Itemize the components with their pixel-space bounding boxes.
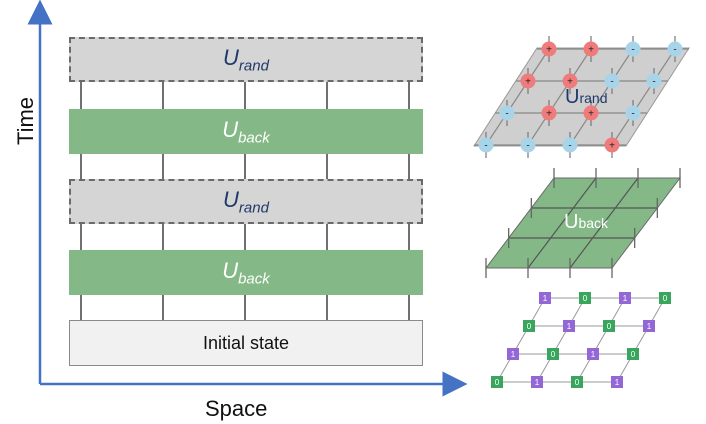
site-sign: + <box>546 109 552 120</box>
bit-one-site <box>611 376 623 388</box>
rand-grid-line <box>569 48 634 146</box>
bit-value: 0 <box>495 378 500 387</box>
lattice-random-unitary: ---+-++-++--++--Urand <box>473 36 690 158</box>
minus-site <box>499 105 515 121</box>
bit-value: 0 <box>583 294 588 303</box>
bit-zero-site <box>571 376 583 388</box>
plus-site <box>541 105 557 121</box>
bit-value: 1 <box>623 294 628 303</box>
site-sign: + <box>588 45 594 56</box>
rand-grid-line <box>527 48 592 146</box>
layer-u-rand-top: Urand <box>69 37 423 82</box>
plus-site <box>541 41 557 57</box>
bit-zero-site <box>547 348 559 360</box>
site-sign: - <box>568 141 571 152</box>
site-sign: - <box>610 77 613 88</box>
bit-zero-site <box>523 320 535 332</box>
time-axis-label: Time <box>13 96 38 146</box>
bit-value: 1 <box>535 378 540 387</box>
minus-site <box>625 41 641 57</box>
minus-site <box>520 137 536 153</box>
state-grid-line <box>536 297 586 383</box>
layer-label: Uback <box>222 116 270 147</box>
site-sign: - <box>484 141 487 152</box>
site-sign: - <box>505 109 508 120</box>
minus-site <box>562 137 578 153</box>
layer-u-back-top: Uback <box>69 109 423 154</box>
plus-site <box>562 73 578 89</box>
plus-site <box>583 105 599 121</box>
bit-value: 0 <box>663 294 668 303</box>
bit-one-site <box>587 348 599 360</box>
bit-zero-site <box>659 292 671 304</box>
bit-zero-site <box>603 320 615 332</box>
back-grid-line <box>527 177 597 269</box>
bit-value: 0 <box>607 322 612 331</box>
bit-zero-site <box>579 292 591 304</box>
lattice-initial-state: 0 1 0 1 1 0 1 0 0 1 0 1 1 0 1 0 <box>491 292 671 388</box>
bit-one-site <box>507 348 519 360</box>
lattice-rand-label: Urand <box>565 86 607 108</box>
site-sign: + <box>567 77 573 88</box>
layer-label: Urand <box>223 44 269 75</box>
plus-site <box>604 137 620 153</box>
lattice-back-label: Uback <box>564 211 609 233</box>
space-axis-label: Space <box>205 396 268 421</box>
site-sign: - <box>526 141 529 152</box>
bit-one-site <box>531 376 543 388</box>
bit-value: 0 <box>527 322 532 331</box>
layer-connectors <box>80 82 410 320</box>
bit-value: 1 <box>543 294 548 303</box>
bit-value: 1 <box>567 322 572 331</box>
minus-site <box>667 41 683 57</box>
plus-site <box>583 41 599 57</box>
bit-value: 1 <box>615 378 620 387</box>
bit-value: 1 <box>647 322 652 331</box>
bit-value: 1 <box>511 350 516 359</box>
layer-initial-state: Initial state <box>69 320 423 366</box>
layer-label: Uback <box>222 257 270 288</box>
state-grid-line <box>496 297 546 383</box>
site-sign: + <box>588 109 594 120</box>
layer-u-rand-bottom: Urand <box>69 179 423 224</box>
back-grid-line <box>569 177 639 269</box>
bit-one-site <box>539 292 551 304</box>
bit-zero-site <box>627 348 639 360</box>
site-sign: - <box>631 109 634 120</box>
initial-state-label: Initial state <box>202 332 290 353</box>
bit-one-site <box>619 292 631 304</box>
bit-one-site <box>643 320 655 332</box>
bit-value: 0 <box>575 378 580 387</box>
bit-zero-site <box>491 376 503 388</box>
site-sign: + <box>525 77 531 88</box>
state-grid-line <box>576 297 626 383</box>
site-sign: + <box>546 45 552 56</box>
minus-site <box>625 105 641 121</box>
plus-site <box>520 73 536 89</box>
site-sign: - <box>673 45 676 56</box>
minus-site <box>646 73 662 89</box>
bit-value: 0 <box>631 350 636 359</box>
bit-value: 1 <box>591 350 596 359</box>
minus-site <box>604 73 620 89</box>
site-sign: + <box>609 141 615 152</box>
rand-grid-line <box>485 48 550 146</box>
state-grid-line <box>616 297 666 383</box>
layer-u-back-bottom: Uback <box>69 250 423 295</box>
rand-grid-line <box>611 48 676 146</box>
layer-label: Urand <box>223 186 269 217</box>
bit-one-site <box>563 320 575 332</box>
lattice-background-unitary: Uback <box>484 168 682 278</box>
minus-site <box>478 137 494 153</box>
bit-value: 0 <box>551 350 556 359</box>
site-sign: - <box>631 45 634 56</box>
site-sign: - <box>652 77 655 88</box>
